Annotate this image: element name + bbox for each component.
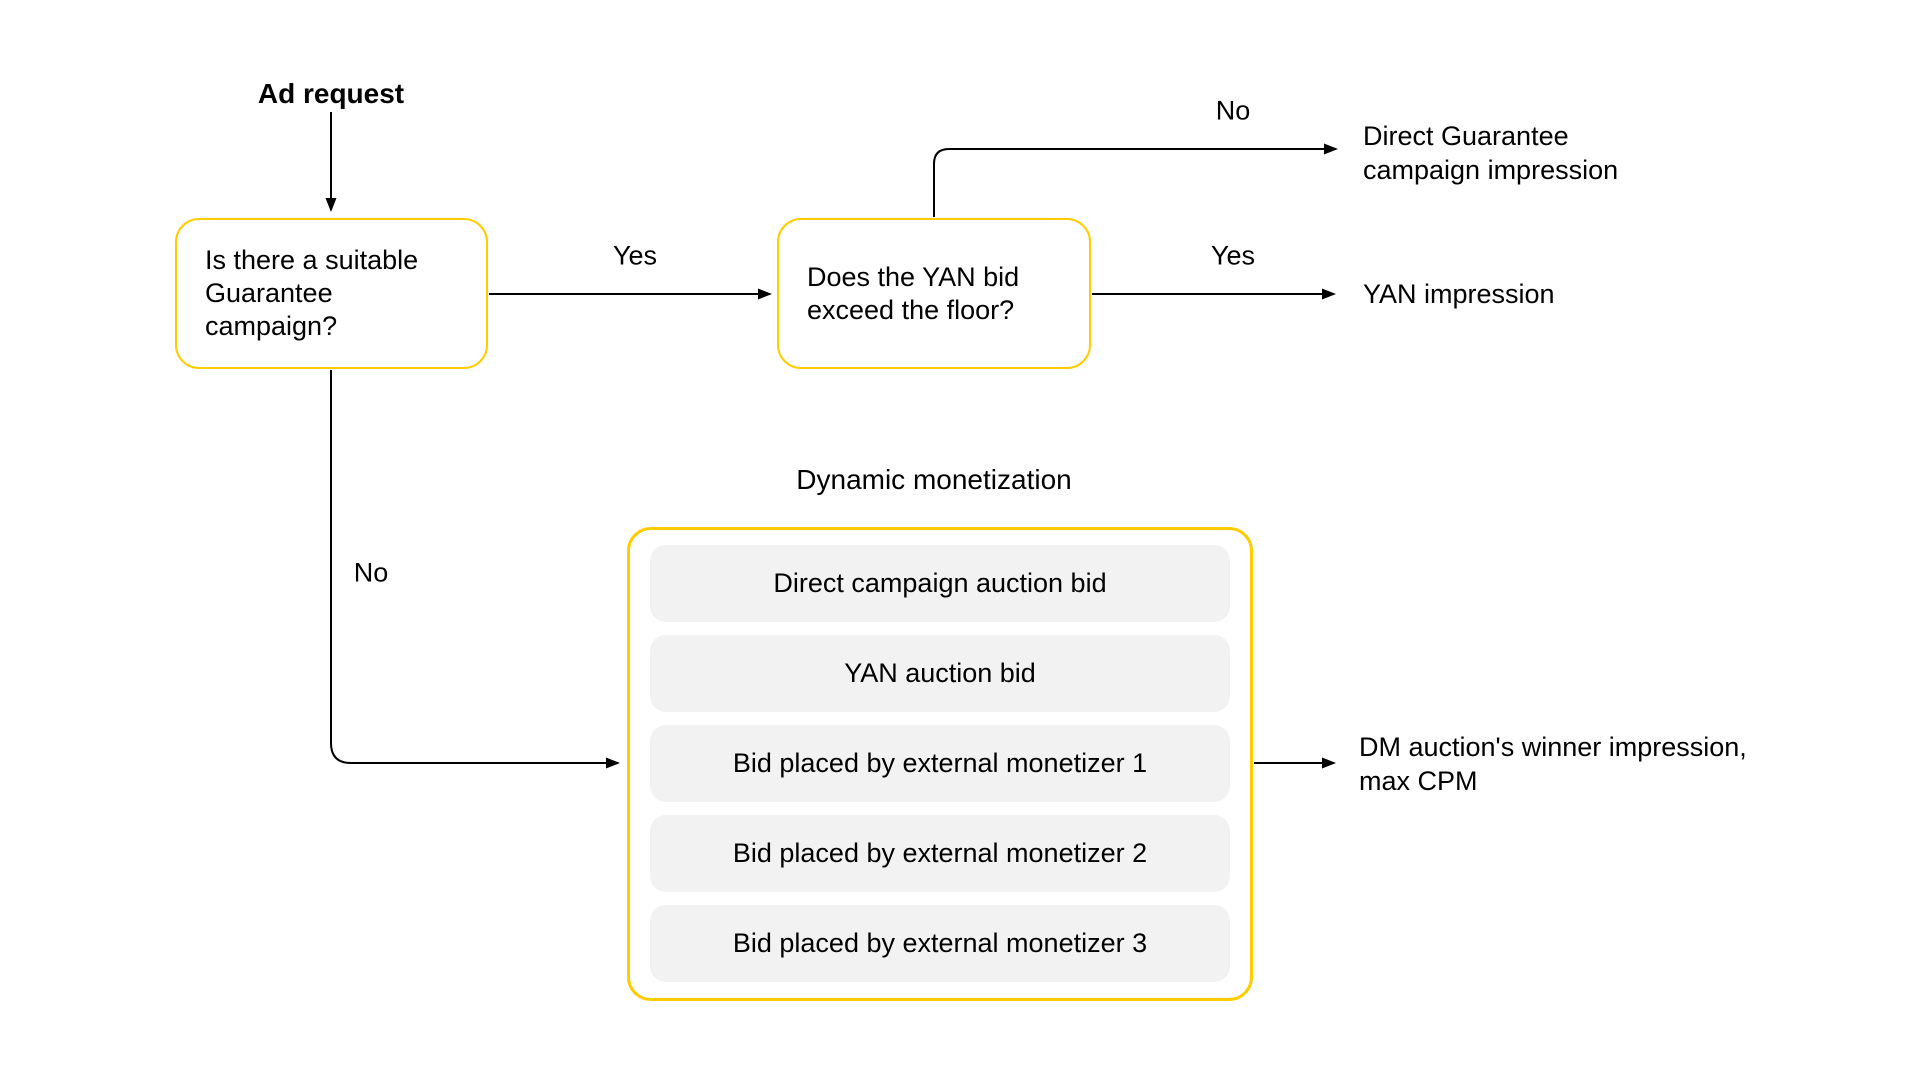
outcome-text-line: campaign impression xyxy=(1363,155,1619,185)
dynamic-monetization-box: Direct campaign auction bid YAN auction … xyxy=(627,527,1253,1001)
outcome-direct-guarantee-impression: Direct Guarantee campaign impression xyxy=(1363,119,1618,187)
dm-bid-row: Bid placed by external monetizer 3 xyxy=(650,905,1230,982)
start-label: Ad request xyxy=(257,78,405,109)
question-box-yan-bid-floor: Does the YAN bid exceed the floor? xyxy=(777,218,1091,369)
edge-label-q1-yes: Yes xyxy=(612,240,658,271)
question-text-line: Is there a suitable xyxy=(205,245,419,275)
edge-label-q2-yes: Yes xyxy=(1210,240,1256,271)
edge-q2-no-to-direct-guarantee xyxy=(933,143,1338,217)
outcome-dm-winner-impression: DM auction's winner impression, max CPM xyxy=(1359,730,1747,798)
edge-q1-no-to-dm xyxy=(330,370,620,769)
outcome-text-line: YAN impression xyxy=(1363,279,1555,309)
dynamic-monetization-title: Dynamic monetization xyxy=(796,464,1072,495)
dm-bid-row: YAN auction bid xyxy=(650,635,1230,712)
question-text-line: Does the YAN bid xyxy=(807,261,1020,292)
question-text-line: campaign? xyxy=(205,311,338,341)
question-text-line: exceed the floor? xyxy=(807,294,1015,325)
edge-label-q1-no: No xyxy=(353,557,389,588)
dm-bid-row: Bid placed by external monetizer 2 xyxy=(650,815,1230,892)
outcome-text-line: Direct Guarantee xyxy=(1363,121,1569,151)
question-box-guarantee-campaign: Is there a suitable Guarantee campaign? xyxy=(175,218,488,369)
edge-label-q2-no: No xyxy=(1215,95,1251,126)
question-text-line: Guarantee xyxy=(205,278,333,308)
outcome-text-line: DM auction's winner impression, xyxy=(1359,732,1747,762)
dm-bid-row: Direct campaign auction bid xyxy=(650,545,1230,622)
dm-bid-row: Bid placed by external monetizer 1 xyxy=(650,725,1230,802)
outcome-text-line: max CPM xyxy=(1359,766,1478,796)
outcome-yan-impression: YAN impression xyxy=(1363,277,1555,311)
